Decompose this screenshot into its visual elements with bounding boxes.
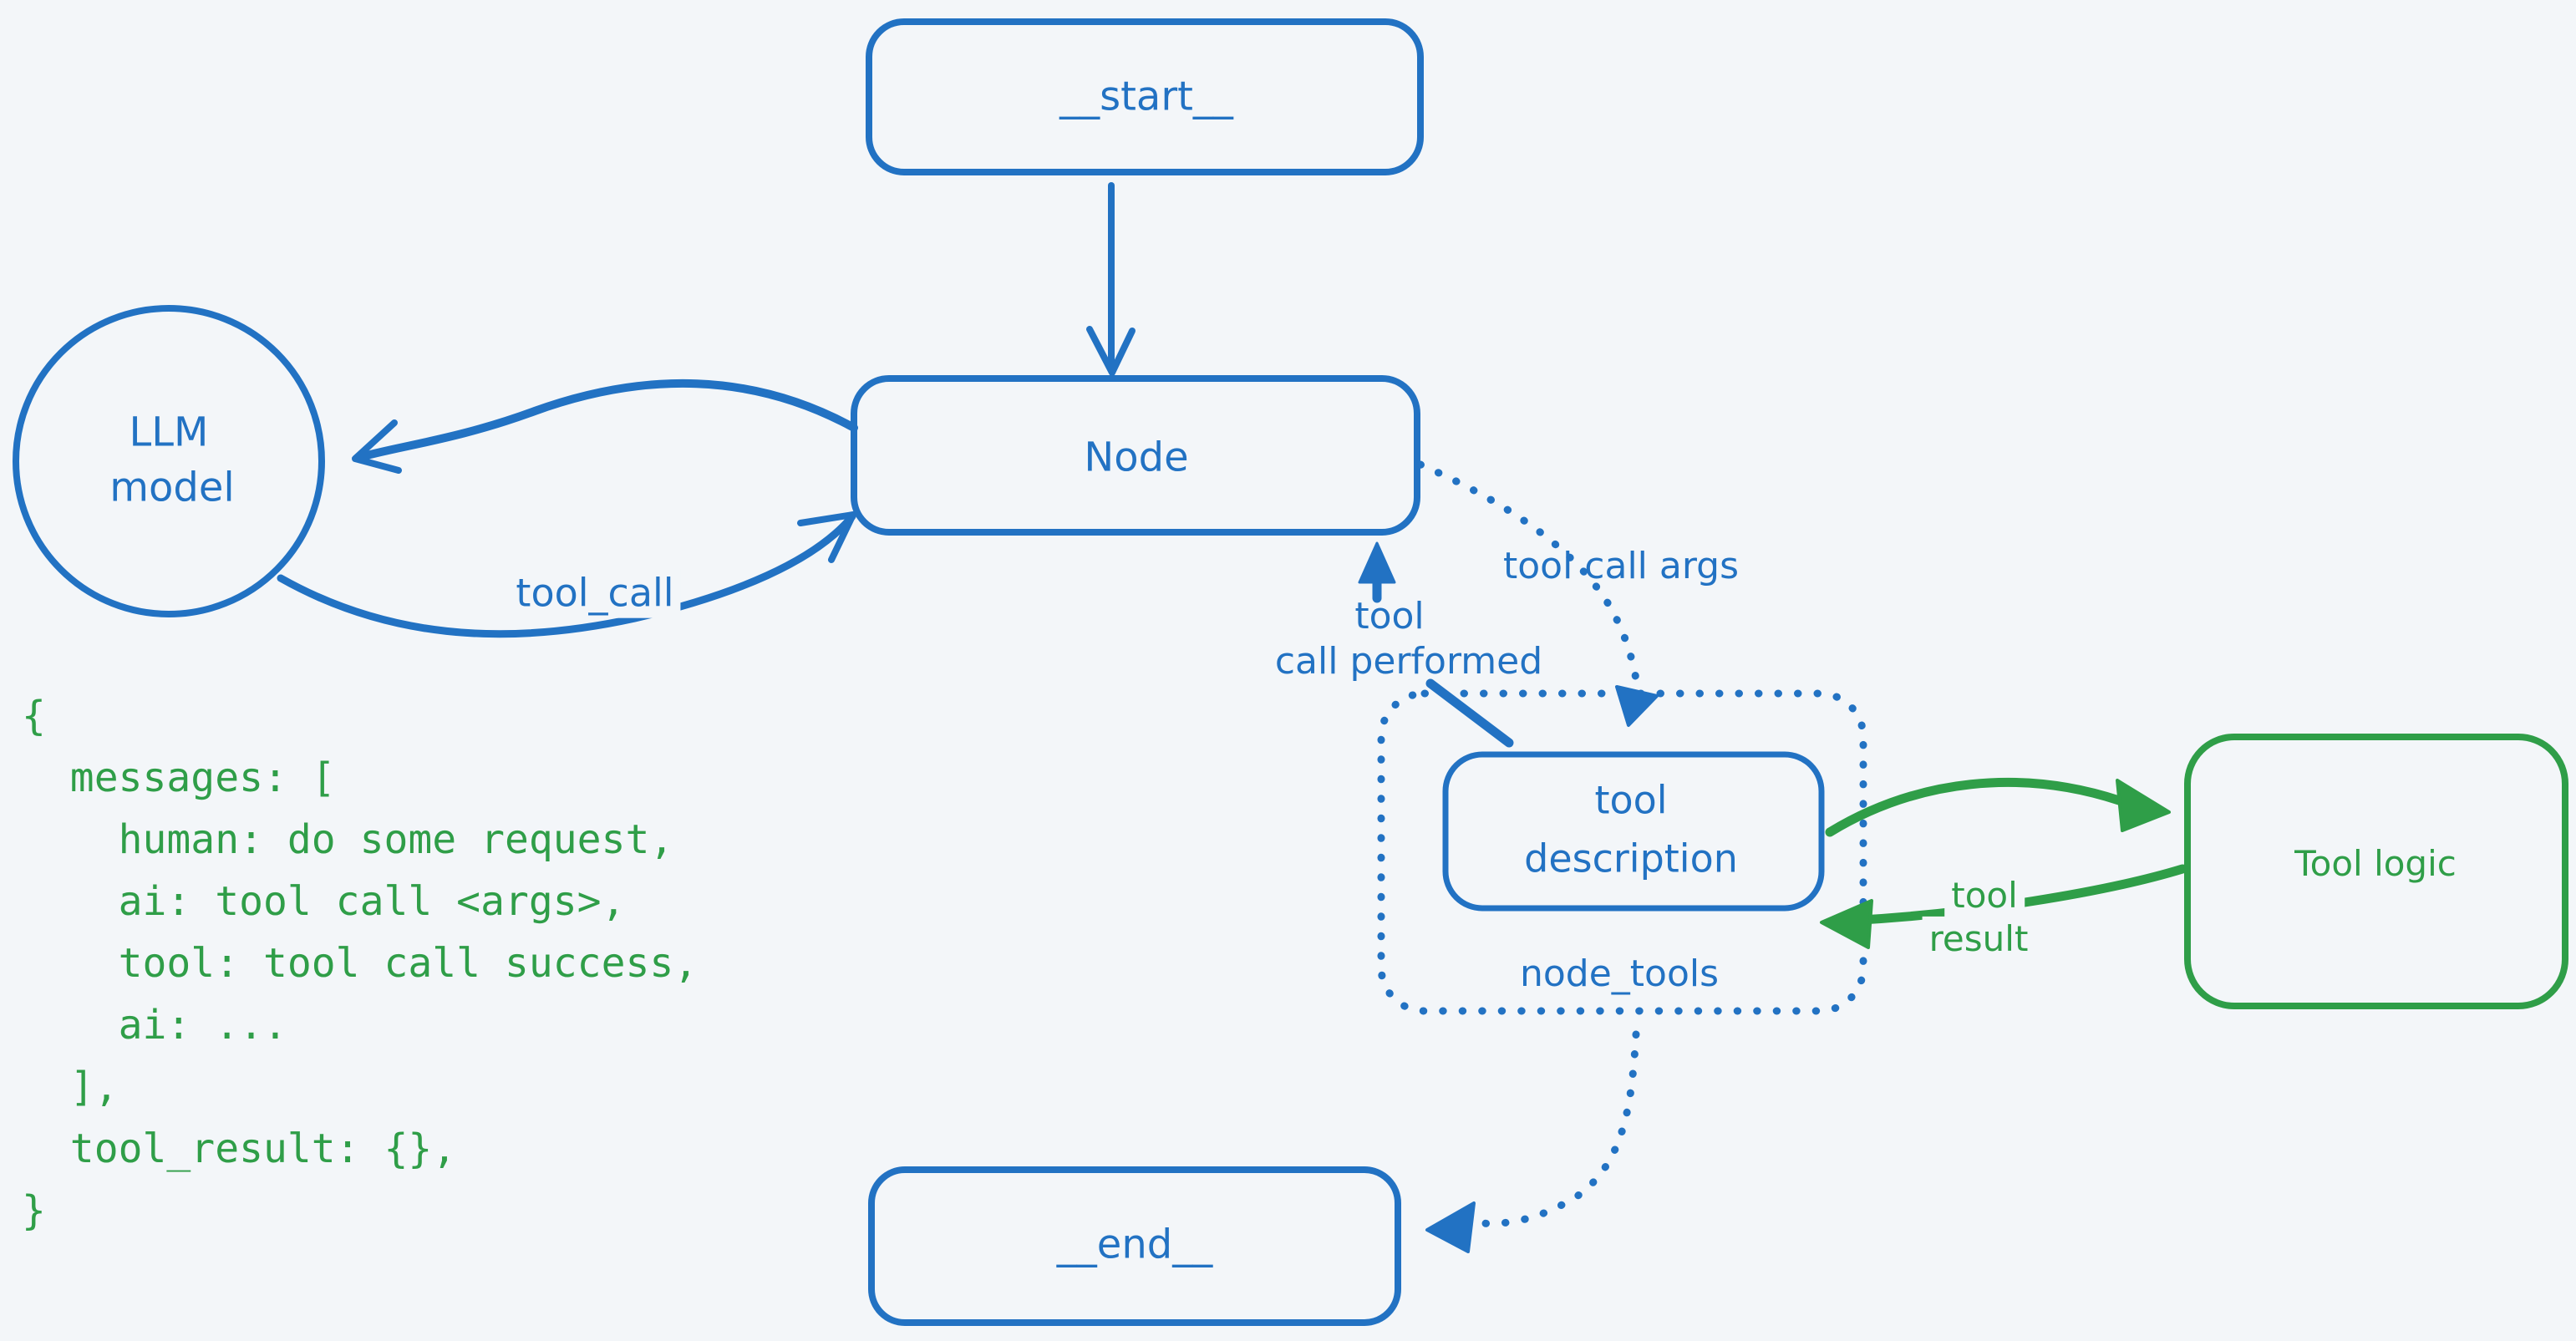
tool-description-to-tool-logic-arrow (1825, 778, 2124, 837)
tool-description-box (1442, 751, 1825, 912)
start-node-label: __start__ (1059, 73, 1233, 120)
node-to-llm-arrowhead (352, 419, 402, 474)
start-node-box (866, 18, 1424, 175)
llm-model-label-line1: LLM (129, 409, 209, 456)
llm-to-node-arrowhead (797, 511, 856, 563)
end-node-label: __end__ (1056, 1221, 1213, 1268)
llm-model-label-line2: model (109, 464, 235, 511)
edge-label-tool-call-performed-line1: tool (1354, 594, 1425, 637)
node-to-llm-arrow (353, 378, 858, 462)
llm-to-node-arrow (277, 512, 856, 638)
llm-model-circle (13, 305, 325, 617)
node-tools-to-end-dotted-arrow (1476, 1030, 1640, 1227)
node-tools-to-end-arrowhead (1425, 1201, 1476, 1253)
node-box (851, 375, 1420, 536)
tool-logic-to-tool-description-arrow (1843, 864, 2187, 926)
node-tools-group-label: node_tools (1519, 952, 1720, 995)
node-label: Node (1084, 434, 1189, 481)
tool-description-label-line2: description (1524, 836, 1738, 881)
start-to-node-arrowhead (1086, 326, 1136, 376)
edge-label-tool-result-line2: result (1922, 916, 2035, 963)
edge-label-tool-call-args: tool call args (1502, 544, 1740, 587)
tool-call-performed-arrowhead (1358, 541, 1396, 584)
tool-logic-box (2184, 734, 2568, 1009)
edge-label-tool-result-line1: tool (1944, 872, 2025, 919)
tool-description-to-tool-logic-arrowhead (2116, 779, 2171, 832)
tool-logic-label: Tool logic (2294, 842, 2457, 884)
node-to-node-tools-dotted-arrow (1416, 460, 1642, 696)
tool-description-label-line1: tool (1594, 777, 1668, 823)
end-node-box (868, 1166, 1401, 1326)
state-code-block: { messages: [ human: do some request, ai… (22, 693, 699, 1234)
node-to-node-tools-arrowhead (1615, 685, 1659, 727)
tool-logic-to-tool-description-arrowhead (1820, 899, 1873, 949)
tool-call-performed-pointer-line (1425, 678, 1514, 748)
edge-label-tool-call-performed-line2: call performed (1274, 639, 1543, 683)
edge-label-tool-call: tool_call (509, 568, 681, 618)
